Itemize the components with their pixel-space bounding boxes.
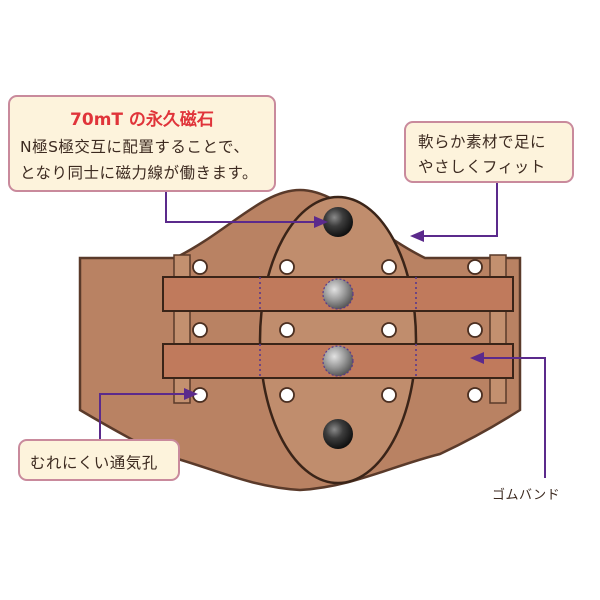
magnet-callout: 70mT の永久磁石 N極S極交互に配置することで、 となり同士に磁力線が働きま…: [8, 95, 276, 192]
air-hole-icon: [467, 387, 483, 403]
center-oval-panel: [258, 195, 418, 485]
arrow-icon: [99, 182, 546, 478]
magnet-callout-line-1: N極S極交互に配置することで、: [20, 138, 250, 156]
rubber-band-label: ゴムバンド: [492, 488, 561, 503]
air-hole-icon: [279, 259, 295, 275]
fit-callout: 軟らか素材で足に やさしくフィット: [404, 121, 574, 183]
air-holes: [192, 259, 483, 403]
air-hole-icon: [192, 322, 208, 338]
magnet-icon: [322, 345, 354, 377]
air-hole-icon: [192, 259, 208, 275]
hidden-panel-outline: [259, 277, 417, 378]
vent-callout: むれにくい通気孔: [18, 439, 180, 481]
magnet-callout-title: 70mT の永久磁石: [70, 110, 214, 130]
magnet-callout-line-2: となり同士に磁力線が働きます。: [20, 164, 258, 182]
air-hole-icon: [467, 322, 483, 338]
air-hole-icon: [381, 387, 397, 403]
air-hole-icon: [381, 259, 397, 275]
magnet-icon: [322, 278, 354, 310]
fit-callout-line-2: やさしくフィット: [418, 158, 546, 176]
air-hole-icon: [467, 259, 483, 275]
magnet-icon: [323, 419, 353, 449]
vent-callout-text: むれにくい通気孔: [30, 454, 158, 472]
magnet-icon: [323, 207, 353, 237]
fit-callout-line-1: 軟らか素材で足に: [418, 133, 547, 151]
air-hole-icon: [279, 387, 295, 403]
arrowheads: [184, 216, 484, 400]
air-hole-icon: [381, 322, 397, 338]
air-hole-icon: [279, 322, 295, 338]
